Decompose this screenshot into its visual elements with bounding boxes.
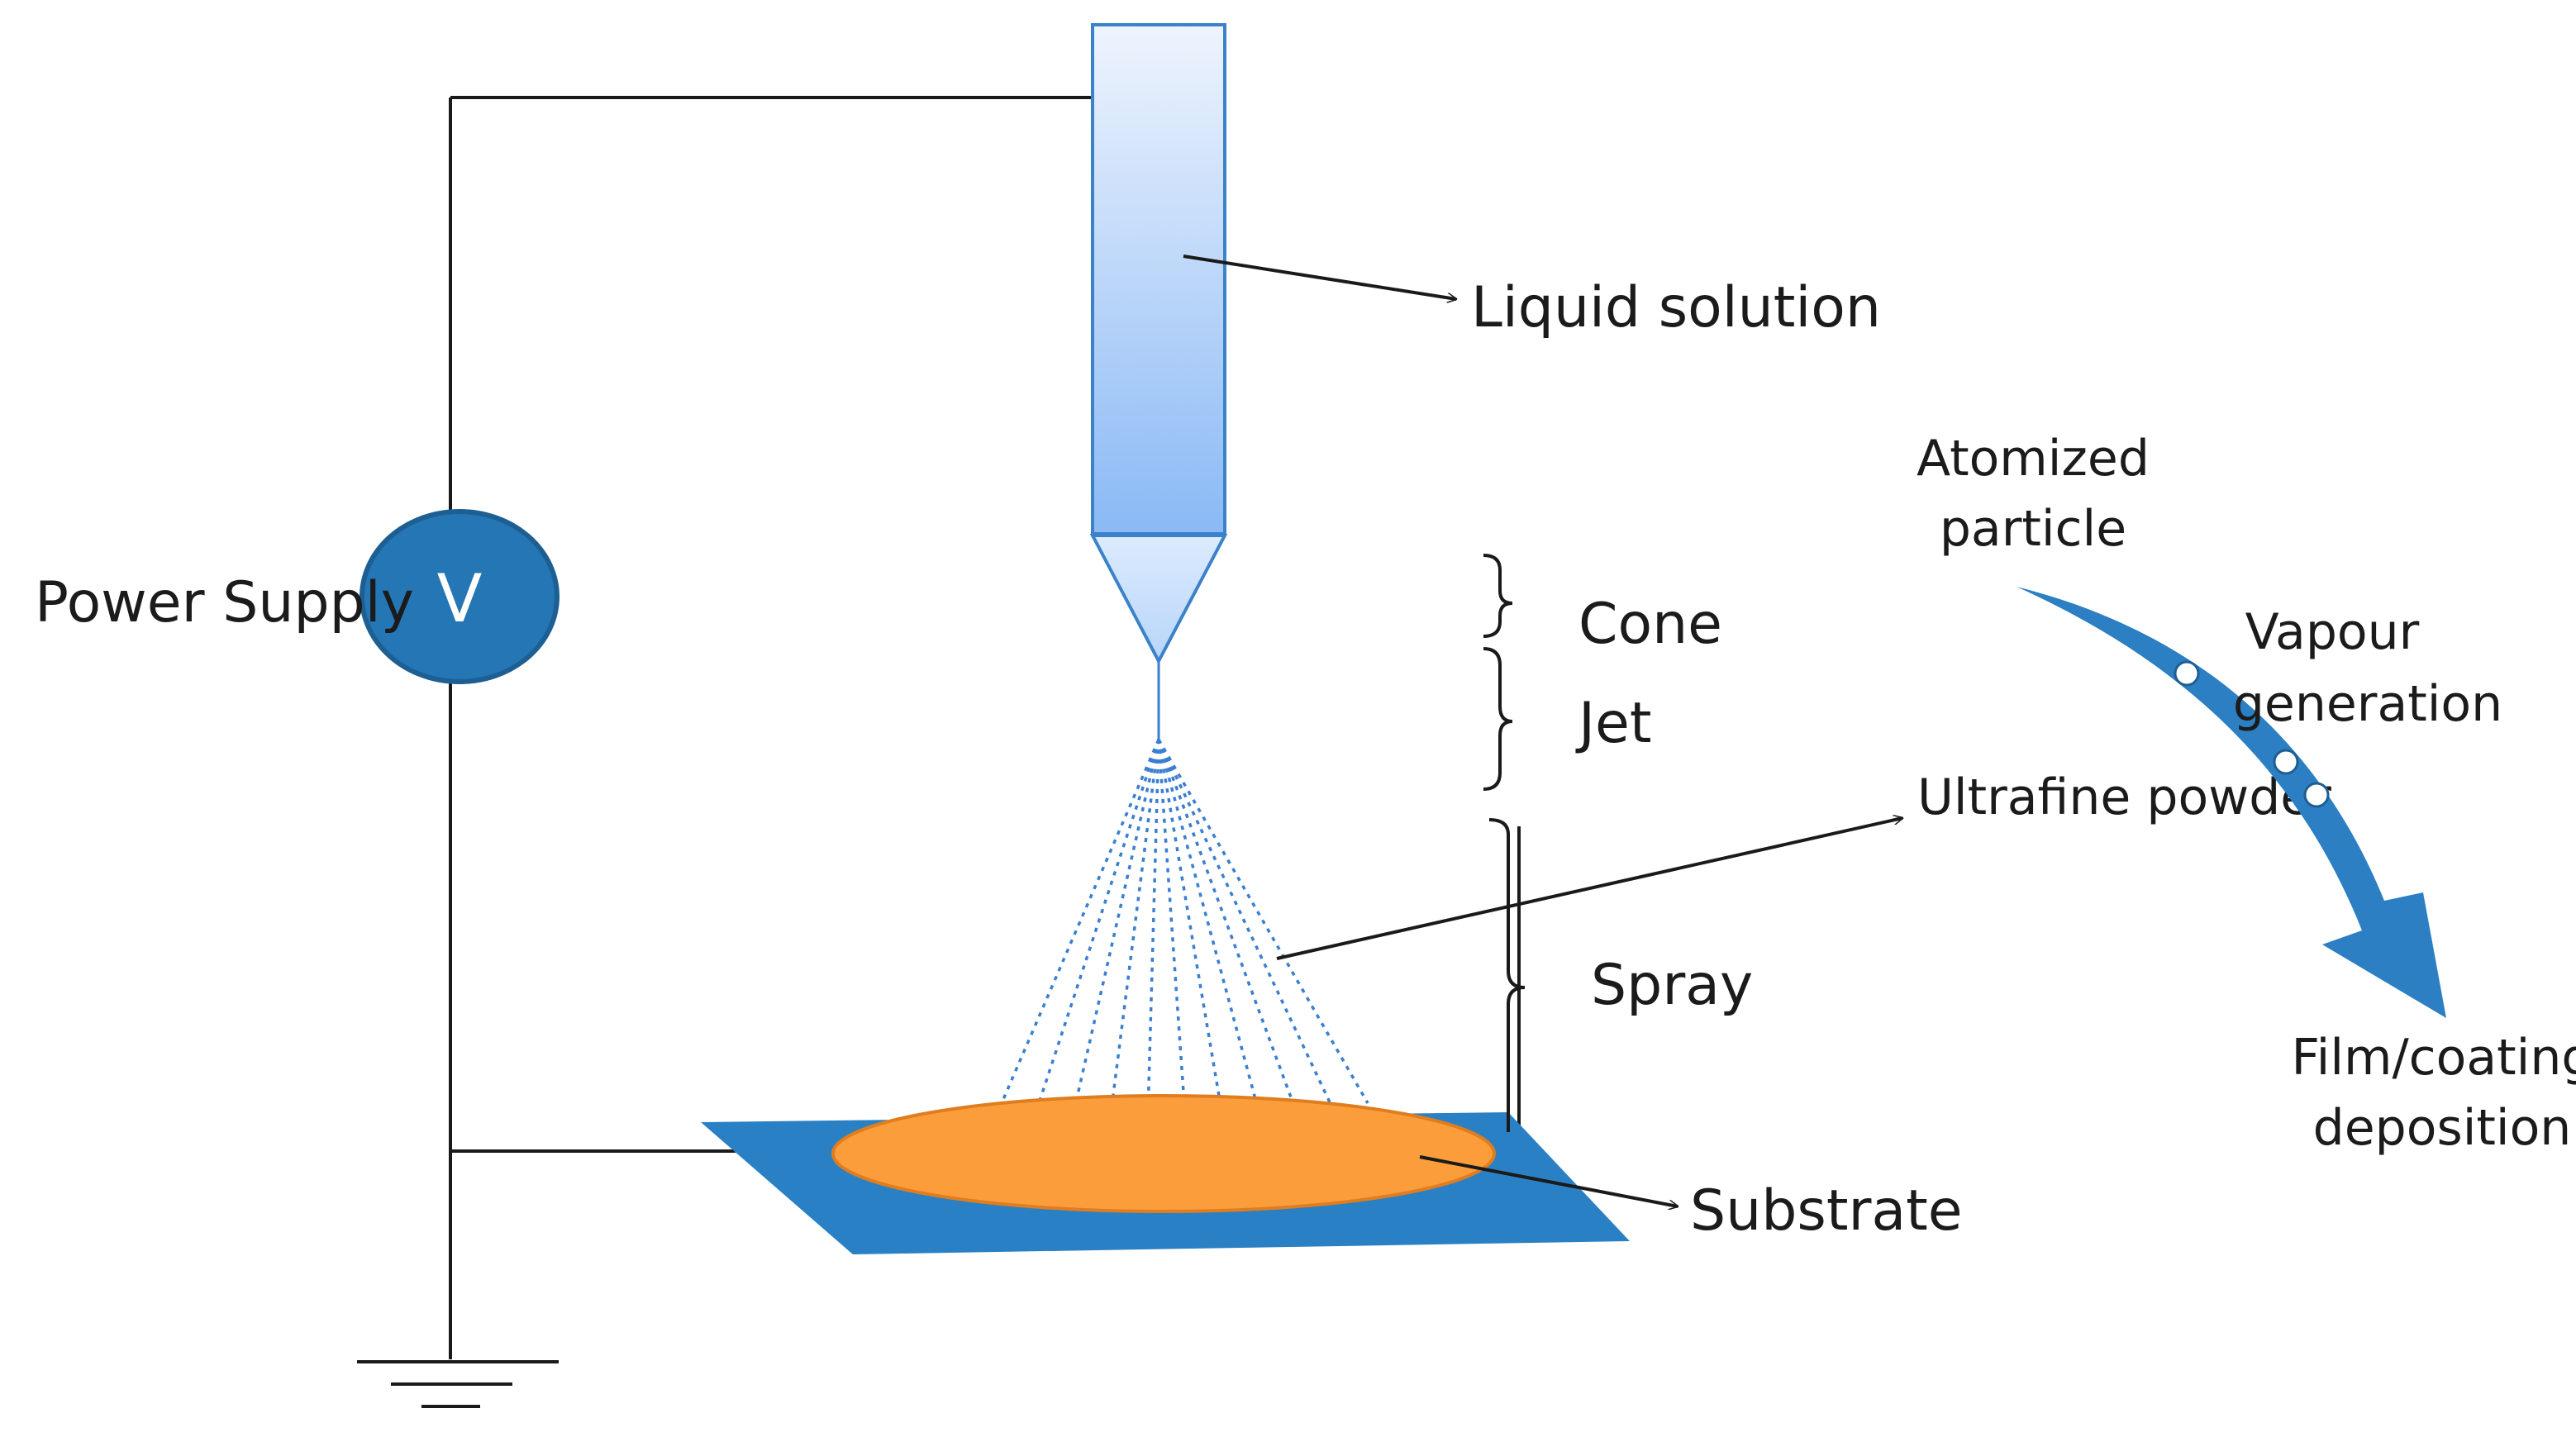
spray-stream-line <box>1157 739 1187 1111</box>
cone-bracket <box>1483 554 1513 638</box>
vapour-label-line2: generation <box>2233 675 2502 733</box>
liquid-tube <box>1091 23 1226 535</box>
liquid-solution-arrow <box>1183 255 1456 299</box>
voltmeter-label: V <box>437 560 483 637</box>
film-label-line1: Film/coating <box>2292 1029 2576 1087</box>
vapour-label-line1: Vapour <box>2245 603 2420 661</box>
pointer-arrows <box>1183 255 1902 1206</box>
atomization-process <box>2017 587 2446 1018</box>
process-curved-arrow <box>2017 587 2446 1018</box>
spray-stream-line <box>1157 739 1223 1110</box>
substrate-arrow <box>1419 1155 1678 1206</box>
particle-dot-3 <box>2303 782 2330 808</box>
voltmeter: V <box>359 509 559 684</box>
spray-stream-line <box>1036 739 1160 1106</box>
spray-label: Spray <box>1591 953 1753 1018</box>
spray-stream-line <box>1157 739 1259 1109</box>
circuit-wires <box>449 96 1521 1359</box>
ultrafine-powder-arrow <box>1276 818 1902 960</box>
particle-dot-2 <box>2273 749 2299 775</box>
cone-label: Cone <box>1578 592 1722 657</box>
substrate-label: Substrate <box>1690 1178 1963 1244</box>
spray-stream-line <box>1110 739 1160 1109</box>
particle-dot-1 <box>2174 660 2200 687</box>
spray-stream-line <box>1146 739 1160 1110</box>
spray-bracket <box>1488 818 1526 1132</box>
power-supply-label: Power Supply <box>35 570 414 635</box>
jet-bracket <box>1483 647 1513 791</box>
spray-stream-line <box>1157 739 1297 1108</box>
film-label-line2: deposition <box>2313 1099 2572 1157</box>
jet-label: Jet <box>1575 691 1652 756</box>
ground-symbol <box>357 1360 559 1408</box>
voltmeter-body <box>359 509 559 684</box>
spray-stream-line <box>1000 739 1160 1104</box>
ultrafine-powder-label: Ultrafine powder <box>1917 768 2331 826</box>
spray-stream-line <box>1073 739 1160 1108</box>
atomized-label-line1: Atomized <box>1917 430 2150 488</box>
spray-plume <box>1000 739 1369 1111</box>
deposited-film <box>831 1094 1496 1213</box>
atomized-label-line2: particle <box>1940 500 2126 558</box>
substrate <box>701 1094 1630 1254</box>
liquid-solution-label: Liquid solution <box>1471 275 1881 340</box>
capillary-nozzle <box>1089 23 1228 740</box>
spray-stream-line <box>1157 739 1333 1106</box>
spray-stream-line <box>1157 739 1369 1104</box>
taylor-cone <box>1089 534 1228 665</box>
